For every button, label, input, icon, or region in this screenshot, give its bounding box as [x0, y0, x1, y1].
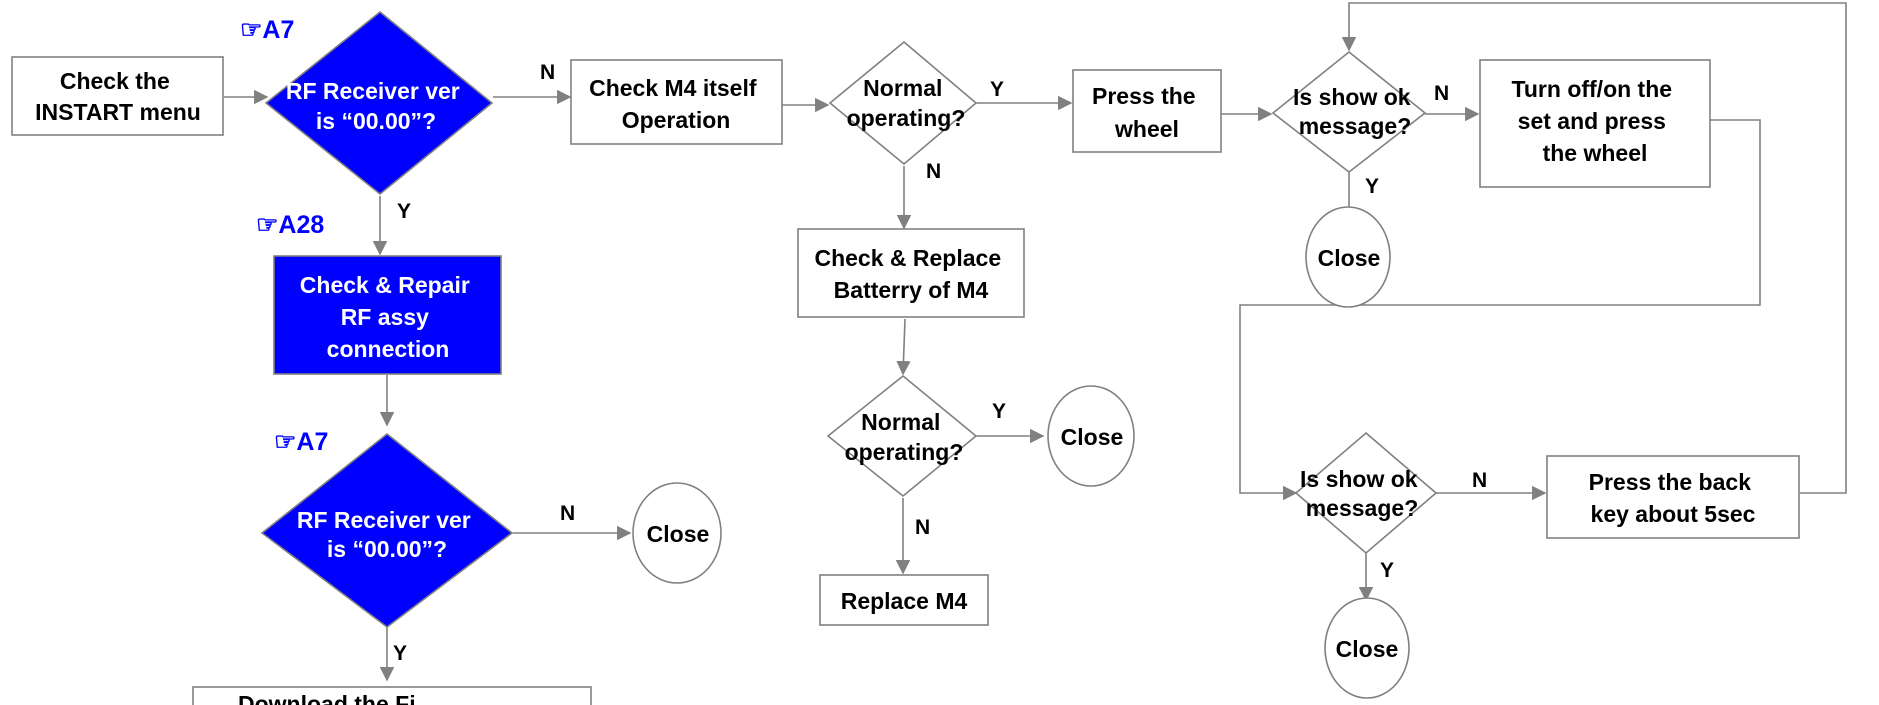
terminal-close-2-text: Close: [1061, 424, 1124, 450]
box-press-wheel: [1072, 69, 1222, 153]
diamond-normal-bottom-text: Normal operating?: [845, 409, 964, 465]
box-check-m4-text: Check M4 itself Operation: [589, 75, 763, 133]
box-download-partial-text: Download the Fi: [238, 691, 416, 705]
diamond-rf-bottom-text: RF Receiver ver is “00.00”?: [297, 507, 477, 562]
diamond-normal-top-text: Normal operating?: [847, 75, 966, 131]
terminal-close-1-text: Close: [1318, 245, 1381, 271]
ref-a28: ☞A28: [256, 211, 324, 239]
terminal-close-4: [1324, 597, 1410, 699]
arrow-turn-off-loop-to-show-ok-bottom: [1239, 119, 1761, 501]
edge-label-n-3: N: [1434, 82, 1449, 105]
edge-label-y-1: Y: [397, 200, 411, 223]
terminal-close-4-text: Close: [1336, 636, 1399, 662]
decision-diamonds: [260, 10, 1438, 629]
diamond-show-ok-top-text: Is show ok message?: [1293, 84, 1417, 139]
box-check-repair-rf-text: Check & Repair RF assy connection: [300, 272, 476, 362]
diamond-rf-top[interactable]: [264, 10, 494, 196]
edge-label-y-2: Y: [990, 78, 1004, 101]
terminal-close-3: [632, 482, 722, 584]
edge-label-n-2: N: [926, 160, 941, 183]
edge-label-n-5: N: [560, 502, 575, 525]
box-press-back: [1546, 455, 1800, 539]
ref-a7-bottom: ☞A7: [274, 428, 328, 456]
ref-a7-top: ☞A7: [240, 16, 294, 44]
diamond-show-ok-bottom: [1294, 431, 1438, 555]
terminal-close-3-text: Close: [647, 521, 710, 547]
box-check-instart: [11, 56, 224, 136]
edge-label-n-6: N: [1472, 469, 1487, 492]
box-turn-off-on-text: Turn off/on the set and press the wheel: [1512, 76, 1679, 166]
box-press-back-text: Press the back key about 5sec: [1589, 469, 1758, 527]
arrow-battery-to-normal-bottom: [896, 318, 911, 376]
edge-label-y-6: Y: [1380, 559, 1394, 582]
diamond-show-ok-bottom-text: Is show ok message?: [1300, 466, 1424, 521]
box-check-repair-rf[interactable]: [273, 255, 502, 375]
box-download-partial: [192, 686, 592, 705]
terminal-close-1: [1305, 206, 1391, 308]
box-check-instart-text: Check the INSTART menu: [35, 68, 201, 125]
box-check-replace-battery: [797, 228, 1025, 318]
edge-label-y-5: Y: [393, 642, 407, 665]
edge-label-y-3: Y: [1365, 175, 1379, 198]
box-check-m4: [570, 59, 783, 145]
box-turn-off-on: [1479, 59, 1711, 188]
edge-label-n-1: N: [540, 61, 555, 84]
diamond-rf-top-text: RF Receiver ver is “00.00”?: [286, 78, 466, 134]
arrow-press-back-loop-to-show-ok-top: [1341, 2, 1847, 494]
diamond-show-ok-top: [1271, 50, 1427, 174]
diamond-rf-bottom[interactable]: [260, 432, 514, 629]
connectors: [224, 2, 1847, 682]
labels: ☞A7 ☞A28 ☞A7 Check the INSTART menu Chec…: [35, 16, 1758, 705]
box-check-replace-battery-text: Check & Replace Batterry of M4: [814, 245, 1007, 303]
box-replace-m4: [819, 574, 989, 626]
diamond-normal-top: [828, 40, 978, 166]
terminals: [632, 206, 1410, 699]
process-boxes: [11, 56, 1800, 705]
edge-label-n-4: N: [915, 516, 930, 539]
edge-label-y-4: Y: [992, 400, 1006, 423]
box-replace-m4-text: Replace M4: [841, 588, 968, 614]
box-press-wheel-text: Press the wheel: [1092, 83, 1202, 142]
diamond-normal-bottom: [826, 374, 978, 498]
terminal-close-2: [1047, 385, 1135, 487]
